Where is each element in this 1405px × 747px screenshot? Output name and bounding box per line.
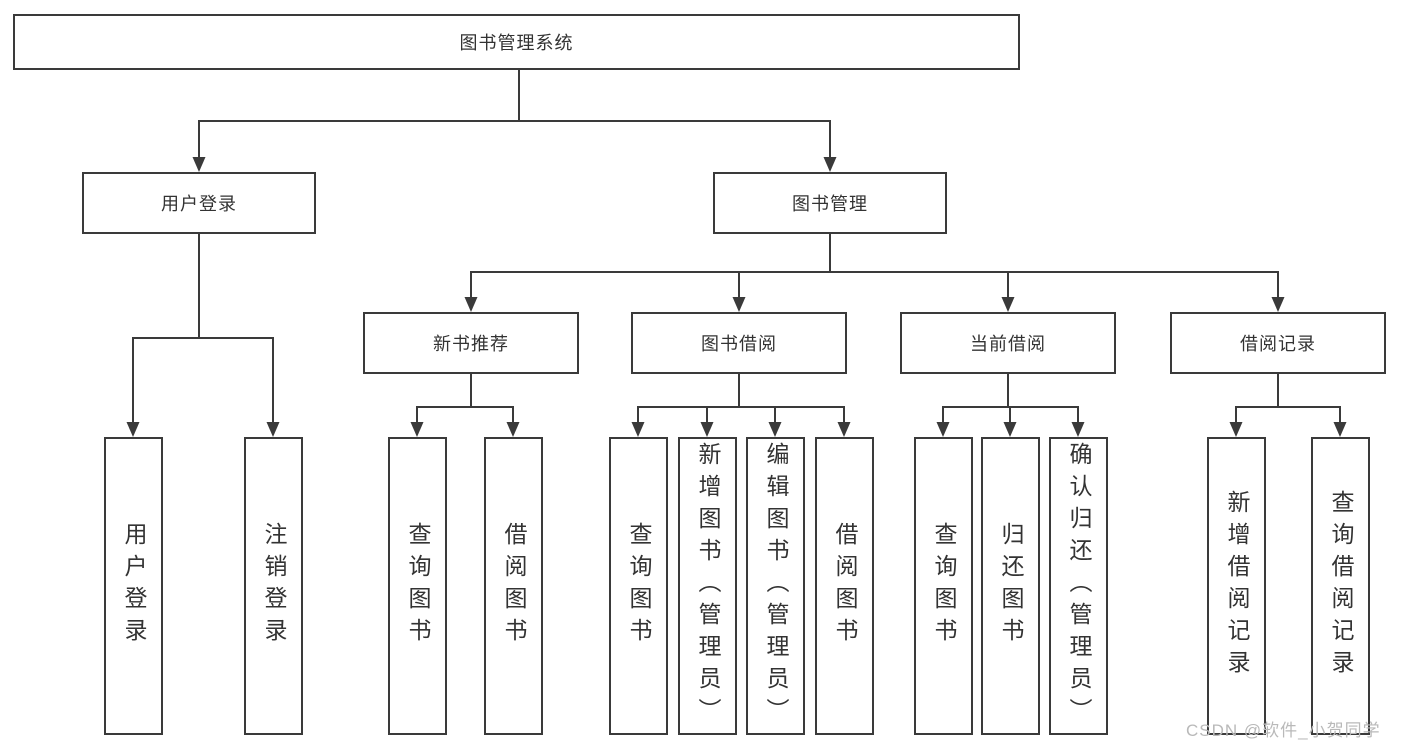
leaf-add-borrow-record: 新增借阅记录 [1207, 437, 1266, 735]
node-label: 查询图书 [931, 522, 957, 650]
node-label: 归还图书 [998, 522, 1024, 650]
leaf-borrow-books-recommend: 借阅图书 [484, 437, 543, 735]
leaf-user-login: 用户登录 [104, 437, 163, 735]
edge-user-login-split [126, 234, 280, 437]
node-book-management: 图书管理 [713, 172, 947, 234]
leaf-add-books-admin: 新增图书（管理员） [678, 437, 737, 735]
node-user-login: 用户登录 [82, 172, 316, 234]
node-book-borrowing: 图书借阅 [631, 312, 847, 374]
edge-book-management-split [464, 234, 1285, 312]
node-label: 注销登录 [261, 522, 287, 650]
node-label: 新增图书（管理员） [695, 442, 721, 730]
edge-root-split [192, 70, 837, 172]
node-label: 查询图书 [626, 522, 652, 650]
node-label: 借阅图书 [501, 522, 527, 650]
edge-current-borrow-split [936, 374, 1085, 437]
node-label: 新增借阅记录 [1224, 490, 1250, 682]
node-label: 借阅记录 [1240, 334, 1316, 354]
leaf-logout: 注销登录 [244, 437, 303, 735]
node-library-management-system: 图书管理系统 [13, 14, 1020, 70]
leaf-edit-books-admin: 编辑图书（管理员） [746, 437, 805, 735]
node-label: 查询图书 [405, 522, 431, 650]
edge-borrow-record-split [1229, 374, 1347, 437]
leaf-search-books-recommend: 查询图书 [388, 437, 447, 735]
csdn-watermark: CSDN @软件_小贺同学 [1186, 721, 1381, 740]
node-label: 新书推荐 [433, 334, 509, 354]
node-label: 图书管理系统 [459, 33, 574, 53]
node-label: 查询借阅记录 [1328, 490, 1354, 682]
node-label: 用户登录 [121, 522, 147, 650]
node-label: 当前借阅 [970, 334, 1046, 354]
edge-book-borrow-split [631, 374, 851, 437]
node-label: 图书管理 [792, 194, 868, 214]
leaf-search-books-current: 查询图书 [914, 437, 973, 735]
node-label: 用户登录 [161, 194, 237, 214]
leaf-return-books: 归还图书 [981, 437, 1040, 735]
node-label: 确认归还（管理员） [1066, 442, 1092, 730]
node-new-book-recommendation: 新书推荐 [363, 312, 579, 374]
node-label: 图书借阅 [701, 334, 777, 354]
node-borrowing-records: 借阅记录 [1170, 312, 1386, 374]
leaf-search-borrow-record: 查询借阅记录 [1311, 437, 1370, 735]
leaf-confirm-return-admin: 确认归还（管理员） [1049, 437, 1108, 735]
leaf-borrow-books: 借阅图书 [815, 437, 874, 735]
leaf-search-books-borrow: 查询图书 [609, 437, 668, 735]
node-current-borrowing: 当前借阅 [900, 312, 1116, 374]
edge-new-book-split [410, 374, 520, 437]
node-label: 编辑图书（管理员） [763, 442, 789, 730]
node-label: 借阅图书 [832, 522, 858, 650]
